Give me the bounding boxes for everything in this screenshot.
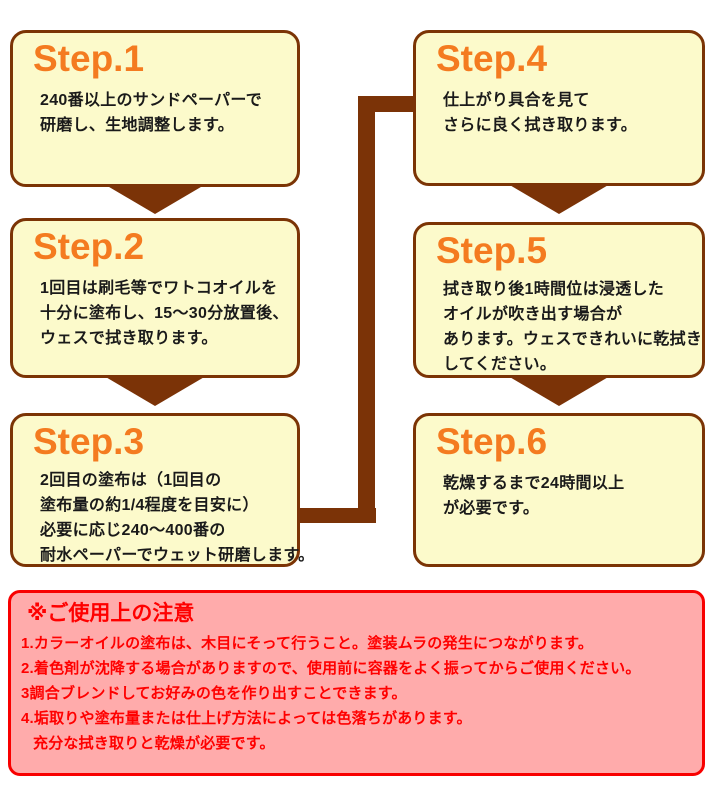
step-card-6: Step.6 乾燥するまで24時間以上 が必要です。 [413,413,705,567]
step-6-title: Step.6 [436,421,548,462]
step-4-title: Step.4 [436,38,548,79]
step-card-5: Step.5 拭き取り後1時間位は浸透した オイルが吹き出す場合が あります。ウ… [413,222,705,378]
step-body-line: 十分に塗布し、15～30分放置後、 [40,305,289,322]
step-body-line: 拭き取り後1時間位は浸透した [443,281,665,298]
step-card-2: Step.2 1回目は刷毛等でワトコオイルを 十分に塗布し、15～30分放置後、… [10,218,300,378]
arrow-down-icon [104,184,206,214]
step-body-line: オイルが吹き出す場合が [443,306,623,323]
caution-line: 3調合ブレンドしてお好みの色を作り出すことできます。 [21,685,407,702]
step-body-line: 必要に応じ240～400番の [40,522,226,539]
arrow-down-icon [508,184,610,214]
step-2-body: 1回目は刷毛等でワトコオイルを 十分に塗布し、15～30分放置後、 ウェスで拭き… [40,276,297,351]
step-body-line: 240番以上のサンドペーパーで [40,92,263,109]
step-card-1: Step.1 240番以上のサンドペーパーで 研磨し、生地調整します。 [10,30,300,187]
step-body-line: が必要です。 [443,500,540,517]
step-body-line: 研磨し、生地調整します。 [40,117,235,134]
step-4-body: 仕上がり具合を見て さらに良く拭き取ります。 [443,88,702,138]
step-5-title: Step.5 [436,230,548,271]
step-body-line: ウェスで拭き取ります。 [40,330,218,347]
arrow-down-icon [104,376,206,406]
step-body-line: 耐水ペーパーでウェット研磨します。 [40,547,315,564]
step-1-body: 240番以上のサンドペーパーで 研磨し、生地調整します。 [40,88,297,138]
caution-box: ※ご使用上の注意 1.カラーオイルの塗布は、木目にそって行うこと。塗装ムラの発生… [8,590,705,776]
step-2-title: Step.2 [33,226,145,267]
caution-line: 充分な拭き取りと乾燥が必要です。 [33,735,275,752]
step-3-body: 2回目の塗布は（1回目の 塗布量の約1/4程度を目安に） 必要に応じ240～40… [40,468,315,568]
step-body-line: 1回目は刷毛等でワトコオイルを [40,280,278,297]
step-card-3: Step.3 2回目の塗布は（1回目の 塗布量の約1/4程度を目安に） 必要に応… [10,413,315,568]
connector-step4-horizontal [370,96,416,112]
step-body-line: あります。ウェスできれいに乾拭き [443,331,703,348]
step-card-4: Step.4 仕上がり具合を見て さらに良く拭き取ります。 [413,30,705,186]
step-5-body: 拭き取り後1時間位は浸透した オイルが吹き出す場合が あります。ウェスできれいに… [443,277,702,377]
connector-step3-step4-vertical [358,96,375,523]
caution-line: 1.カラーオイルの塗布は、木目にそって行うこと。塗装ムラの発生につながります。 [21,635,594,652]
caution-line: 4.垢取りや塗布量または仕上げ方法によっては色落ちがあります。 [21,710,472,727]
step-body-line: してください。 [443,356,557,373]
step-body-line: さらに良く拭き取ります。 [443,117,638,134]
step-body-line: 仕上がり具合を見て [443,92,590,109]
step-3-title: Step.3 [33,421,145,462]
step-body-line: 乾燥するまで24時間以上 [443,475,625,492]
connector-step3-horizontal [298,508,376,523]
arrow-down-icon [508,376,610,406]
step-6-body: 乾燥するまで24時間以上 が必要です。 [443,471,702,521]
step-1-title: Step.1 [33,38,145,79]
step-body-line: 2回目の塗布は（1回目の [40,472,222,489]
caution-line: 2.着色剤が沈降する場合がありますので、使用前に容器をよく振ってからご使用くださ… [21,660,641,677]
caution-title: ※ご使用上の注意 [27,602,195,625]
step-body-line: 塗布量の約1/4程度を目安に） [40,497,259,514]
